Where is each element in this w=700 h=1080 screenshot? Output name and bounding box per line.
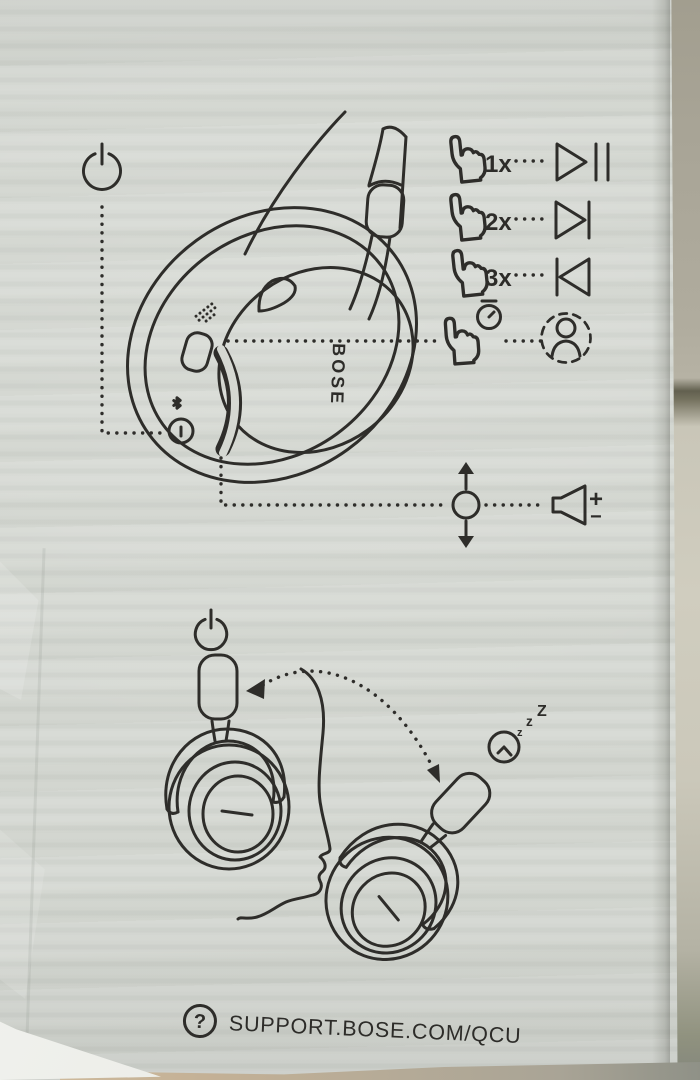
headphones-removed-tilted (296, 742, 536, 987)
remove-headphones-arrow (246, 669, 440, 783)
tap-count-label: 1x (485, 151, 512, 178)
earcup-outline (126, 206, 418, 484)
tap-hand-icon (450, 246, 490, 299)
multifunction-button (180, 331, 214, 373)
headband (243, 110, 408, 321)
bose-logo-text: BOSE (327, 343, 349, 407)
skip-back-icon (555, 257, 591, 297)
press-hold-timer-icon (443, 299, 502, 367)
swipe-up-down-icon (451, 462, 481, 548)
zzz-text: z (526, 714, 533, 729)
voice-assistant-icon (540, 312, 592, 364)
volume-plus-label: + (589, 486, 603, 513)
tap-row-3: 3x (450, 246, 591, 299)
tap-count-label: 3x (485, 265, 512, 292)
tap-row-4 (443, 299, 592, 367)
volume-touch-slider (213, 345, 242, 457)
speaker-volume-icon: + − (551, 484, 603, 528)
support-footer: ? SUPPORT.BOSE.COM/QCU (182, 1003, 522, 1048)
skip-forward-icon (554, 200, 591, 240)
headphones-worn (164, 653, 291, 871)
zzz-text: z (517, 727, 523, 739)
power-icon-wear (193, 608, 229, 652)
mic-grille-dots (194, 302, 217, 323)
tap-hand-icon (448, 190, 488, 243)
volume-leader-dotted-line (219, 456, 448, 507)
zzz-text: Z (537, 703, 547, 720)
yoke-pivot-window (257, 276, 297, 313)
question-glyph: ? (193, 1011, 206, 1034)
sleep-timer-clock-icon: z z Z (487, 703, 547, 764)
tap-row-2: 2x (448, 190, 591, 243)
tap-count-label: 2x (485, 209, 512, 236)
headphones-side-illustration: BOSE (126, 110, 418, 484)
volume-minus-label: − (590, 506, 602, 528)
power-icon (82, 142, 122, 191)
head-profile (236, 667, 332, 921)
play-pause-icon (555, 142, 610, 182)
power-bluetooth-button (167, 417, 195, 445)
headphones-on-head (164, 653, 332, 921)
box-right-edge-shadow (652, 0, 670, 1080)
tap-hand-icon (448, 132, 488, 185)
question-mark-icon: ? (182, 1003, 217, 1038)
bluetooth-icon (172, 396, 182, 410)
tap-row-1: 1x (448, 132, 610, 185)
earcup-rim (143, 224, 401, 466)
support-url-text: SUPPORT.BOSE.COM/QCU (228, 1011, 522, 1048)
